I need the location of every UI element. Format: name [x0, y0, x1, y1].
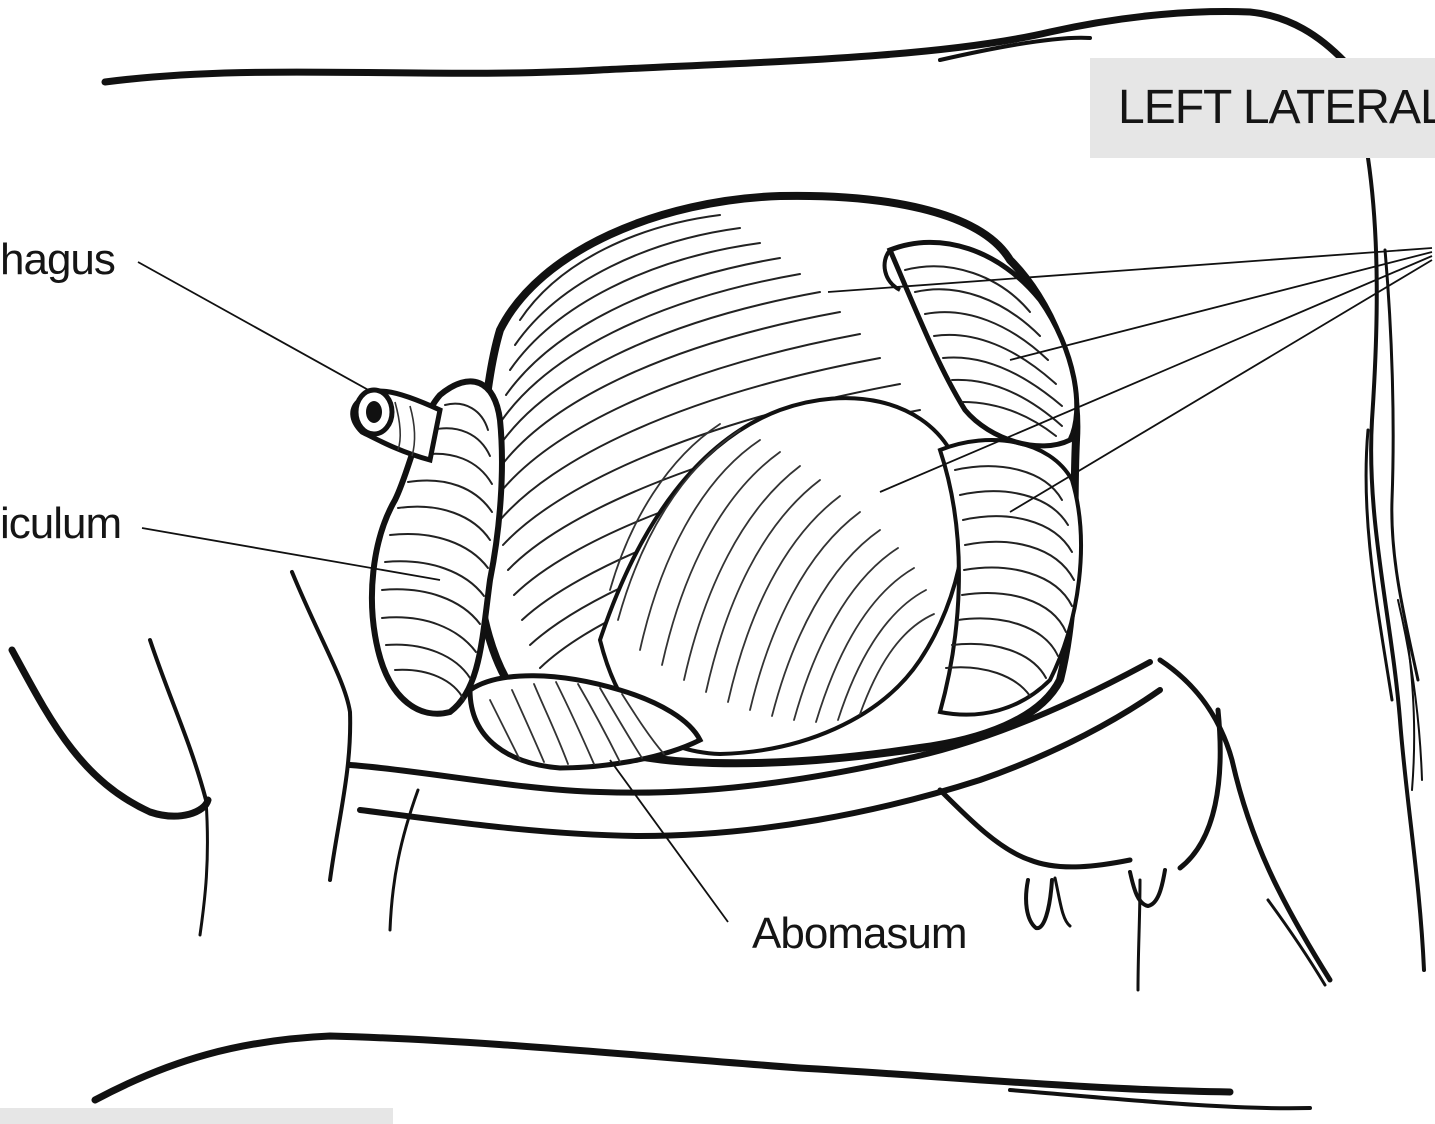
esophagus-leader-line [138, 262, 372, 392]
rumen-leader-line-2 [1010, 252, 1432, 360]
view-orientation-badge: LEFT LATERAL [1090, 58, 1435, 158]
abomasum-leader-line [610, 760, 728, 922]
esophagus-label: hagus [0, 238, 115, 282]
view-orientation-label: LEFT LATERAL [1118, 80, 1435, 135]
reticulum-label: iculum [0, 502, 121, 546]
abomasum-label: Abomasum [752, 912, 967, 956]
caption-strip [0, 1108, 393, 1124]
esophagus [353, 390, 440, 460]
